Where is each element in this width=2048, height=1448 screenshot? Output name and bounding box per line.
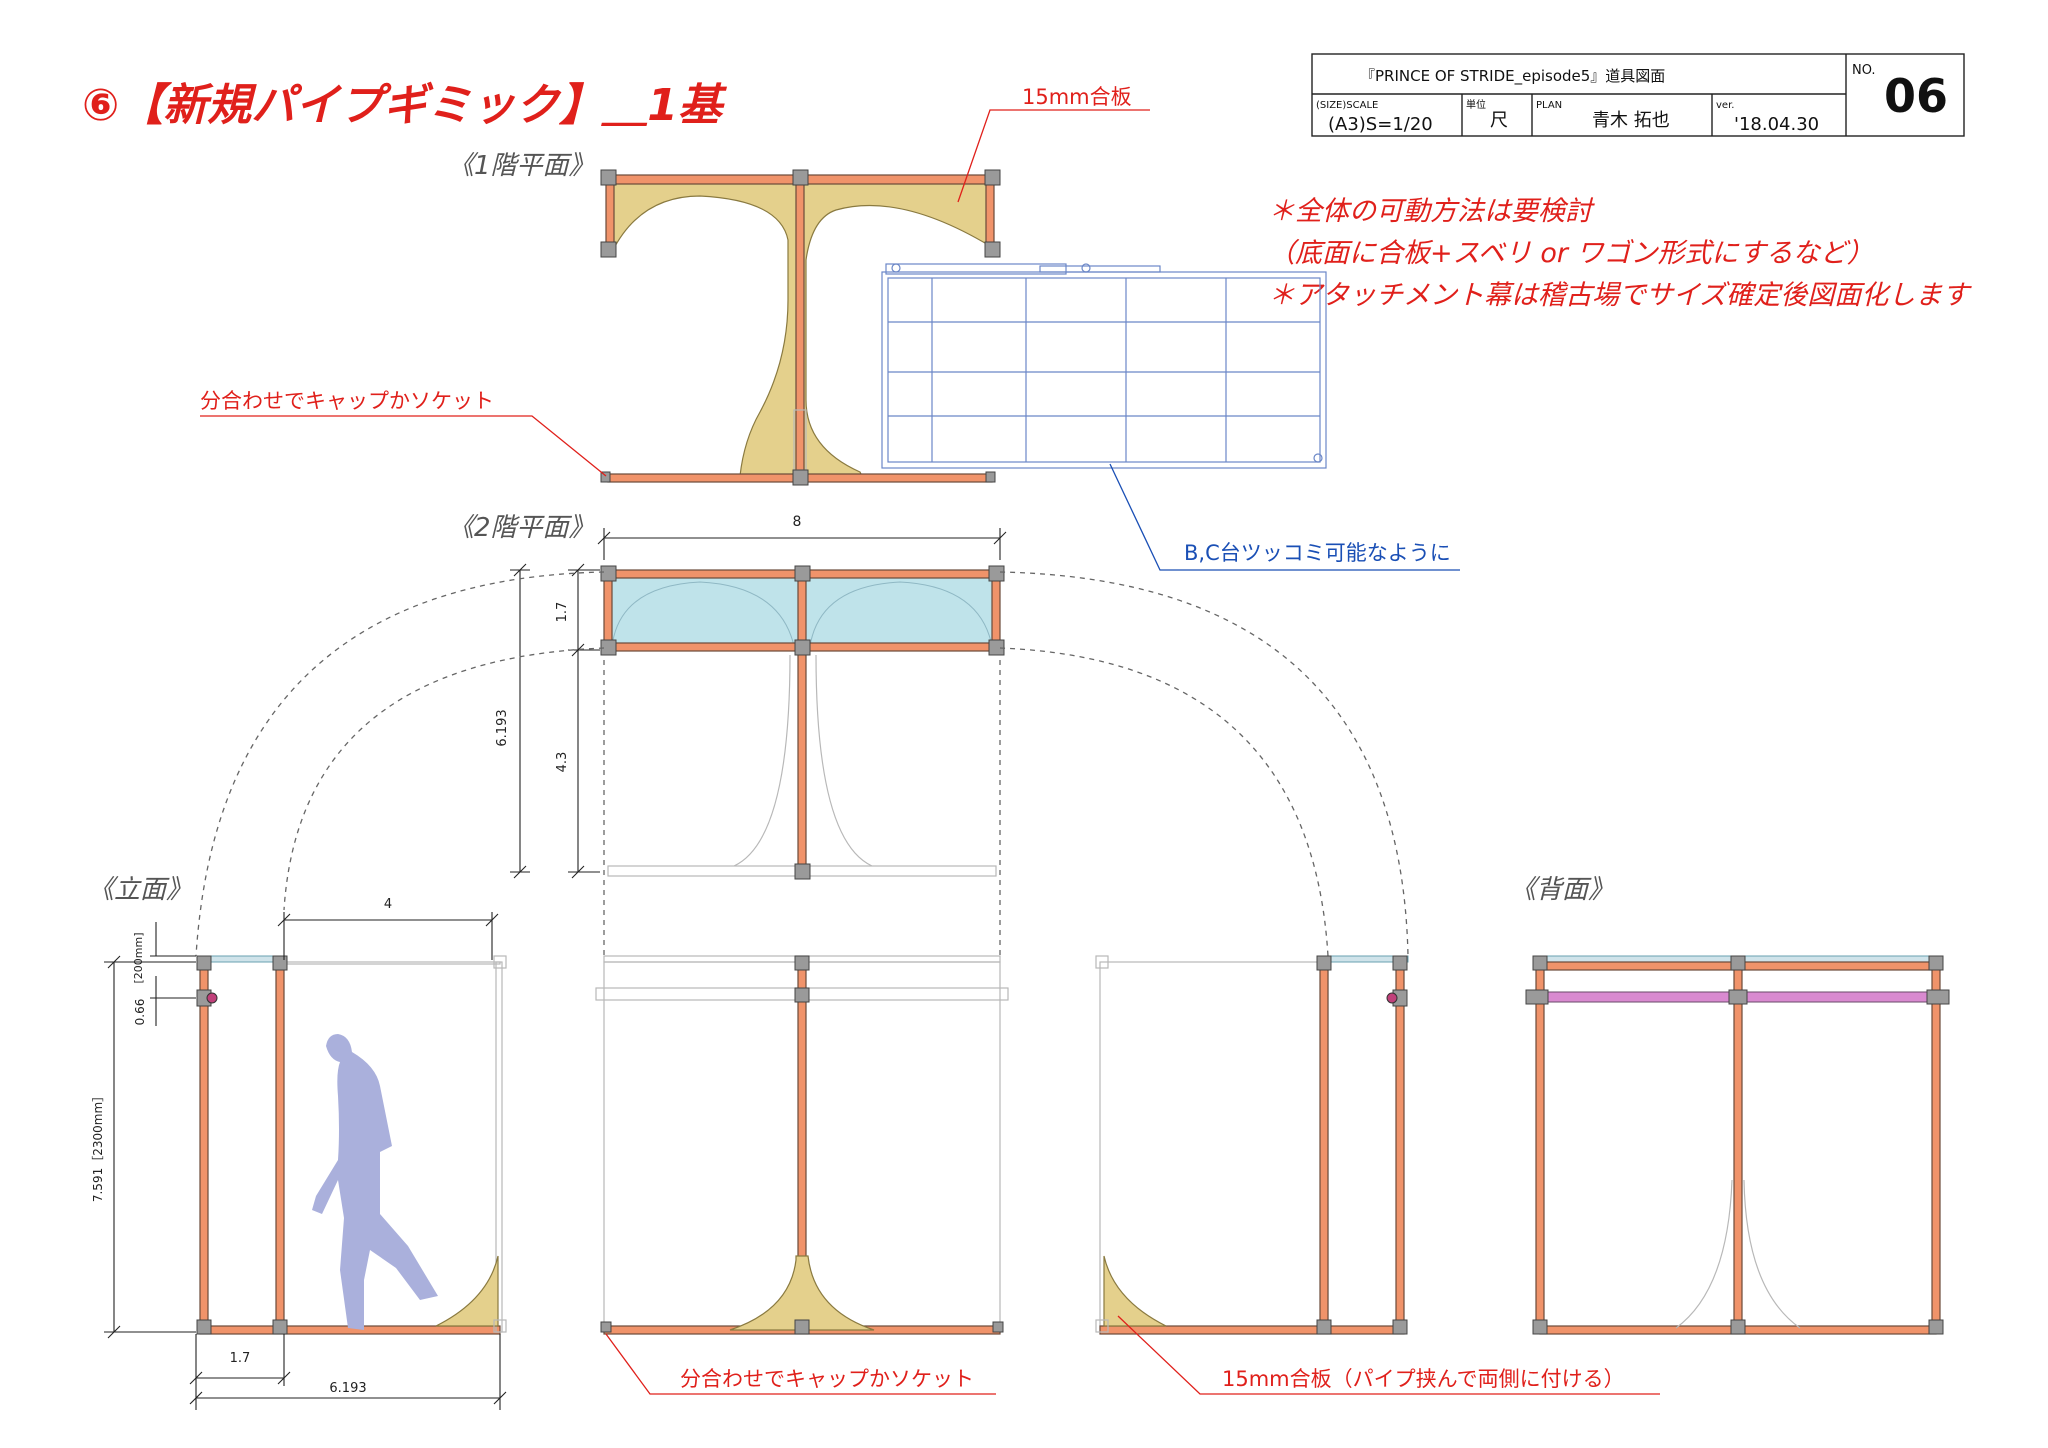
- unit-label: 単位: [1466, 98, 1486, 111]
- back-view: [1525, 955, 1950, 1335]
- dim-elev-depth: 6.193: [329, 1381, 366, 1396]
- view-label-back: 《背面》: [1510, 875, 1614, 905]
- drawing-name: 『PRINCE OF STRIDE_episode5』道具図面: [1360, 67, 1665, 86]
- callout-bc-access-text: B,C台ツッコミ可能なように: [1184, 541, 1451, 565]
- callout-cap-socket-top: 分合わせでキャップかソケット: [200, 389, 607, 477]
- drawing-no-label: NO.: [1852, 63, 1876, 78]
- scale-label: (SIZE)SCALE: [1316, 100, 1378, 111]
- drawing-no-value: 06: [1884, 69, 1948, 123]
- callout-cap-socket-bottom: 分合わせでキャップかソケット: [605, 1333, 996, 1395]
- dim-plan-depth-top: 1.7: [555, 602, 570, 623]
- dim-plan-depth-lower: 4.3: [555, 752, 570, 773]
- projection-arcs: [195, 571, 1409, 960]
- callout-bc-access: B,C台ツッコミ可能なように: [1109, 463, 1460, 571]
- callout-plywood-bottom-text: 15mm合板（パイプ挟んで両側に付ける）: [1222, 1367, 1625, 1391]
- floor2-plan: [600, 565, 1005, 880]
- elevation-dimensions: 4 [200mm] 0.66 7.591［2300mm］ 1.7 6.193: [91, 897, 507, 1410]
- page-title: ⑥【新規パイプギミック】＿1基: [82, 80, 728, 131]
- plan-label: PLAN: [1536, 100, 1562, 111]
- plan-value: 青木 拓也: [1592, 110, 1670, 131]
- floor1-plan: [600, 169, 1001, 486]
- note-line-1: ＊全体の可動方法は要検討: [1268, 196, 1595, 227]
- ver-value: '18.04.30: [1734, 114, 1819, 135]
- dim-elev-width-upper: 4: [384, 897, 392, 912]
- ver-label: ver.: [1716, 100, 1734, 111]
- callout-cap-socket-bottom-text: 分合わせでキャップかソケット: [680, 1367, 974, 1391]
- view-label-floor2: 《2階平面》: [448, 513, 595, 543]
- callout-cap-socket-top-text: 分合わせでキャップかソケット: [200, 389, 494, 413]
- dim-elev-height: 7.591［2300mm］: [91, 1090, 105, 1202]
- bc-platform-sketch: [881, 263, 1327, 469]
- view-label-elevation: 《立面》: [88, 875, 192, 905]
- scale-value: (A3)S=1/20: [1328, 114, 1433, 135]
- callout-plywood-top: 15mm合板: [957, 85, 1150, 203]
- view-label-floor1: 《1階平面》: [448, 151, 595, 181]
- dim-elev-top-gap: [200mm]: [132, 932, 145, 983]
- dim-plan-depth-total: 6.193: [495, 709, 510, 746]
- dim-elev-bay: 1.7: [230, 1351, 251, 1366]
- front-elevation: [595, 955, 1009, 1335]
- person-silhouette: [312, 1034, 438, 1330]
- note-line-2: （底面に合板+スベリ or ワゴン形式にするなど）: [1268, 238, 1874, 269]
- callout-plywood-top-text: 15mm合板: [1022, 85, 1132, 109]
- dim-elev-rail-gap: 0.66: [133, 999, 147, 1026]
- elevation-view: [196, 955, 507, 1335]
- side-elevation-right: [1095, 955, 1409, 1335]
- callout-plywood-bottom: 15mm合板（パイプ挟んで両側に付ける）: [1117, 1315, 1660, 1395]
- note-line-3: ＊アタッチメント幕は稽古場でサイズ確定後図面化します: [1268, 280, 1972, 311]
- floor2-dimensions: 8 1.7 4.3 6.193: [495, 514, 1007, 879]
- unit-value: 尺: [1490, 110, 1508, 131]
- title-block: 『PRINCE OF STRIDE_episode5』道具図面 NO. 06 (…: [1311, 53, 1965, 137]
- dim-plan-width: 8: [793, 514, 802, 530]
